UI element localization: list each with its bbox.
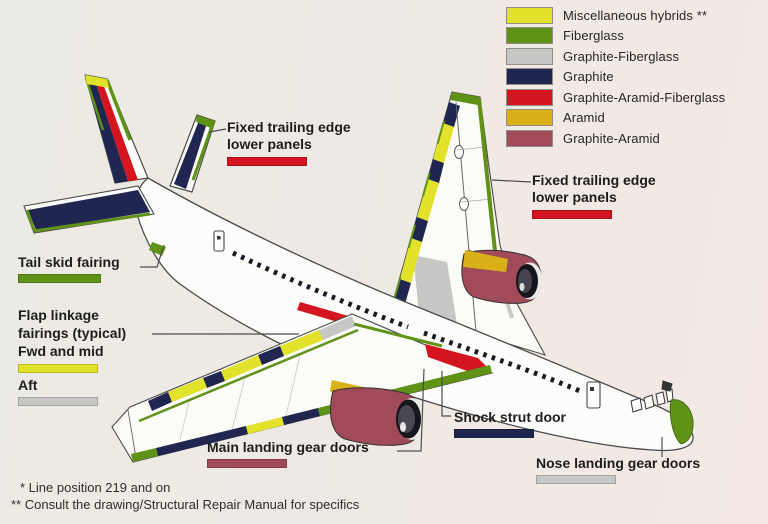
legend-swatch-aramid	[506, 109, 553, 127]
legend-label: Miscellaneous hybrids **	[563, 7, 708, 23]
legend-label: Aramid	[563, 110, 605, 126]
legend-swatch-graphite-aramid-fiberglass	[506, 88, 553, 106]
legend-item: Fiberglass	[506, 27, 725, 45]
legend-label: Graphite	[563, 69, 614, 85]
legend-label: Graphite-Aramid	[563, 130, 660, 146]
callout-fixed-trailing-edge-left: Fixed trailing edge lower panels	[227, 119, 351, 166]
vertical-stabilizer	[84, 74, 149, 184]
callout-color-bar	[18, 274, 101, 283]
callout-color-bar	[532, 210, 612, 219]
footnote-line-position: * Line position 219 and on	[20, 480, 171, 495]
callout-text: Flap linkage	[18, 307, 99, 323]
legend-item: Aramid	[506, 109, 725, 127]
callout-text: Fixed trailing edge	[532, 172, 656, 188]
callout-nose-landing-gear-doors: Nose landing gear doors	[536, 455, 700, 484]
callout-tail-skid-fairing: Tail skid fairing	[18, 254, 120, 283]
callout-text: Shock strut door	[454, 409, 567, 425]
forward-door	[586, 381, 601, 409]
legend-label: Graphite-Aramid-Fiberglass	[563, 89, 726, 105]
callout-text: Nose landing gear doors	[536, 455, 701, 471]
legend-label: Fiberglass	[563, 28, 624, 44]
legend-label: Graphite-Fiberglass	[563, 48, 680, 64]
near-horizontal-stabilizer	[23, 185, 155, 234]
far-engine	[461, 249, 543, 304]
callout-text: fairings (typical)	[18, 325, 127, 341]
legend-item: Miscellaneous hybrids **	[506, 6, 725, 24]
callout-main-landing-gear-doors: Main landing gear doors	[207, 439, 369, 468]
legend-item: Graphite-Aramid-Fiberglass	[506, 88, 726, 106]
callout-color-bar	[227, 157, 307, 166]
callout-flap-linkage-fairings: Flap linkage fairings (typical) Fwd and …	[18, 306, 126, 406]
legend-item: Graphite-Aramid	[506, 129, 725, 147]
callout-color-bar	[18, 364, 98, 373]
callout-text: Tail skid fairing	[18, 254, 120, 270]
callout-color-bar	[18, 397, 98, 406]
aft-root-fairing	[425, 344, 488, 372]
leader-lines	[140, 128, 663, 457]
callout-text: Fixed trailing edge	[227, 119, 351, 135]
legend-swatch-graphite	[506, 68, 553, 86]
callout-text: Fwd and mid	[18, 343, 104, 359]
nose-radome	[669, 399, 694, 445]
callout-shock-strut-door: Shock strut door	[454, 409, 566, 438]
callout-text: lower panels	[532, 189, 617, 205]
callout-text: Aft	[18, 377, 38, 393]
cabin-windows	[231, 250, 581, 394]
far-horizontal-stabilizer	[169, 114, 216, 193]
callout-text: lower panels	[227, 136, 312, 152]
callout-color-bar	[454, 429, 534, 438]
callout-color-bar	[207, 459, 287, 468]
aft-door	[213, 230, 225, 252]
legend-swatch-graphite-aramid	[506, 129, 553, 147]
near-engine	[330, 380, 426, 446]
callout-color-bar	[536, 475, 616, 484]
footnote-consult-manual: ** Consult the drawing/Structural Repair…	[11, 497, 360, 512]
callout-fixed-trailing-edge-right: Fixed trailing edge lower panels	[532, 172, 656, 219]
legend-swatch-misc-hybrids	[506, 6, 553, 24]
legend-item: Graphite-Fiberglass	[506, 47, 725, 65]
legend-swatch-graphite-fiberglass	[506, 47, 553, 65]
near-wing	[111, 313, 494, 463]
legend-swatch-fiberglass	[506, 27, 553, 45]
callout-text: Main landing gear doors	[207, 439, 369, 455]
cockpit-windows	[630, 380, 674, 413]
materials-legend: Miscellaneous hybrids ** Fiberglass Grap…	[506, 6, 726, 147]
legend-item: Graphite	[506, 68, 725, 86]
